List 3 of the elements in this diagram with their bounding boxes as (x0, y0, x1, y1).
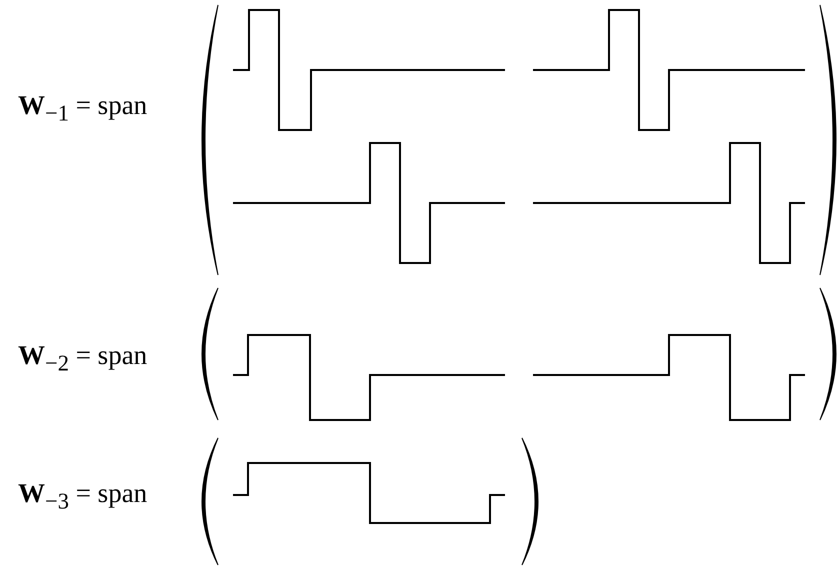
equation-label: W$_{−1}$ = span (18, 89, 148, 128)
equation-label: W$_{−3}$ = span (18, 477, 148, 516)
equation-label: W$_{−2}$ = span (18, 339, 148, 378)
